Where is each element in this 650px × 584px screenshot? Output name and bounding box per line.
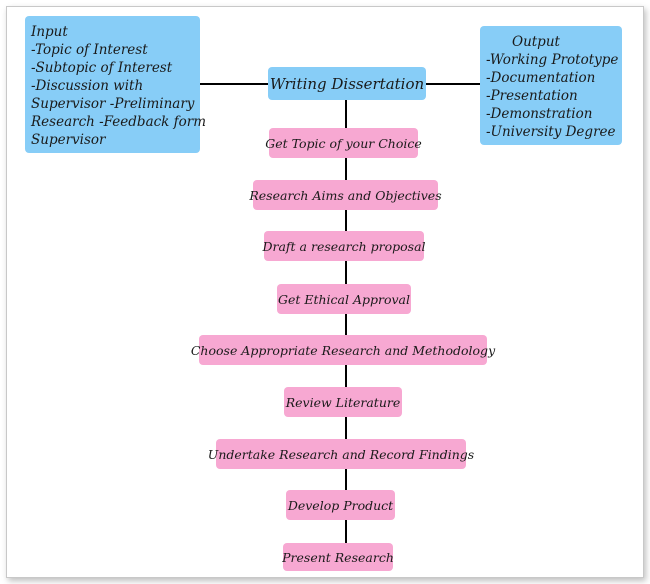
output-line: -Presentation xyxy=(486,88,578,104)
step-box: Review Literature xyxy=(284,387,402,417)
input-line: Supervisor -Preliminary xyxy=(31,96,195,112)
output-line: -University Degree xyxy=(486,124,616,140)
step-box: Draft a research proposal xyxy=(262,231,426,261)
input-line: Research -Feedback form xyxy=(31,114,207,130)
step-box: Develop Product xyxy=(286,490,395,520)
step-label: Choose Appropriate Research and Methodol… xyxy=(190,342,496,358)
output-line: -Working Prototype xyxy=(486,52,619,68)
step-box: Get Topic of your Choice xyxy=(265,128,422,158)
input-line: -Discussion with xyxy=(31,78,144,94)
step-box: Research Aims and Objectives xyxy=(249,180,442,210)
step-box: Undertake Research and Record Findings xyxy=(208,439,474,469)
output-line: -Documentation xyxy=(486,70,596,86)
step-label: Draft a research proposal xyxy=(262,238,426,254)
input-line: -Subtopic of Interest xyxy=(31,60,173,76)
input-line: Supervisor xyxy=(31,132,106,148)
input-line: -Topic of Interest xyxy=(31,42,148,58)
step-label: Review Literature xyxy=(285,394,401,410)
step-label: Undertake Research and Record Findings xyxy=(207,446,475,462)
step-label: Present Research xyxy=(282,549,394,565)
step-label: Get Topic of your Choice xyxy=(265,135,422,151)
step-box: Get Ethical Approval xyxy=(277,284,411,314)
output-line: -Demonstration xyxy=(486,106,593,122)
output-box: Output -Working Prototype -Documentation… xyxy=(480,26,622,145)
input-box: Input -Topic of Interest -Subtopic of In… xyxy=(25,16,207,153)
step-label: Develop Product xyxy=(287,497,394,513)
step-box: Choose Appropriate Research and Methodol… xyxy=(191,335,495,365)
input-line: Input xyxy=(31,24,68,40)
output-header: Output xyxy=(512,34,560,50)
title-text: Writing Dissertation xyxy=(269,74,425,93)
title-box: Writing Dissertation xyxy=(268,67,426,100)
step-box: Present Research xyxy=(282,543,394,571)
step-label: Get Ethical Approval xyxy=(277,291,411,307)
step-label: Research Aims and Objectives xyxy=(249,187,442,203)
